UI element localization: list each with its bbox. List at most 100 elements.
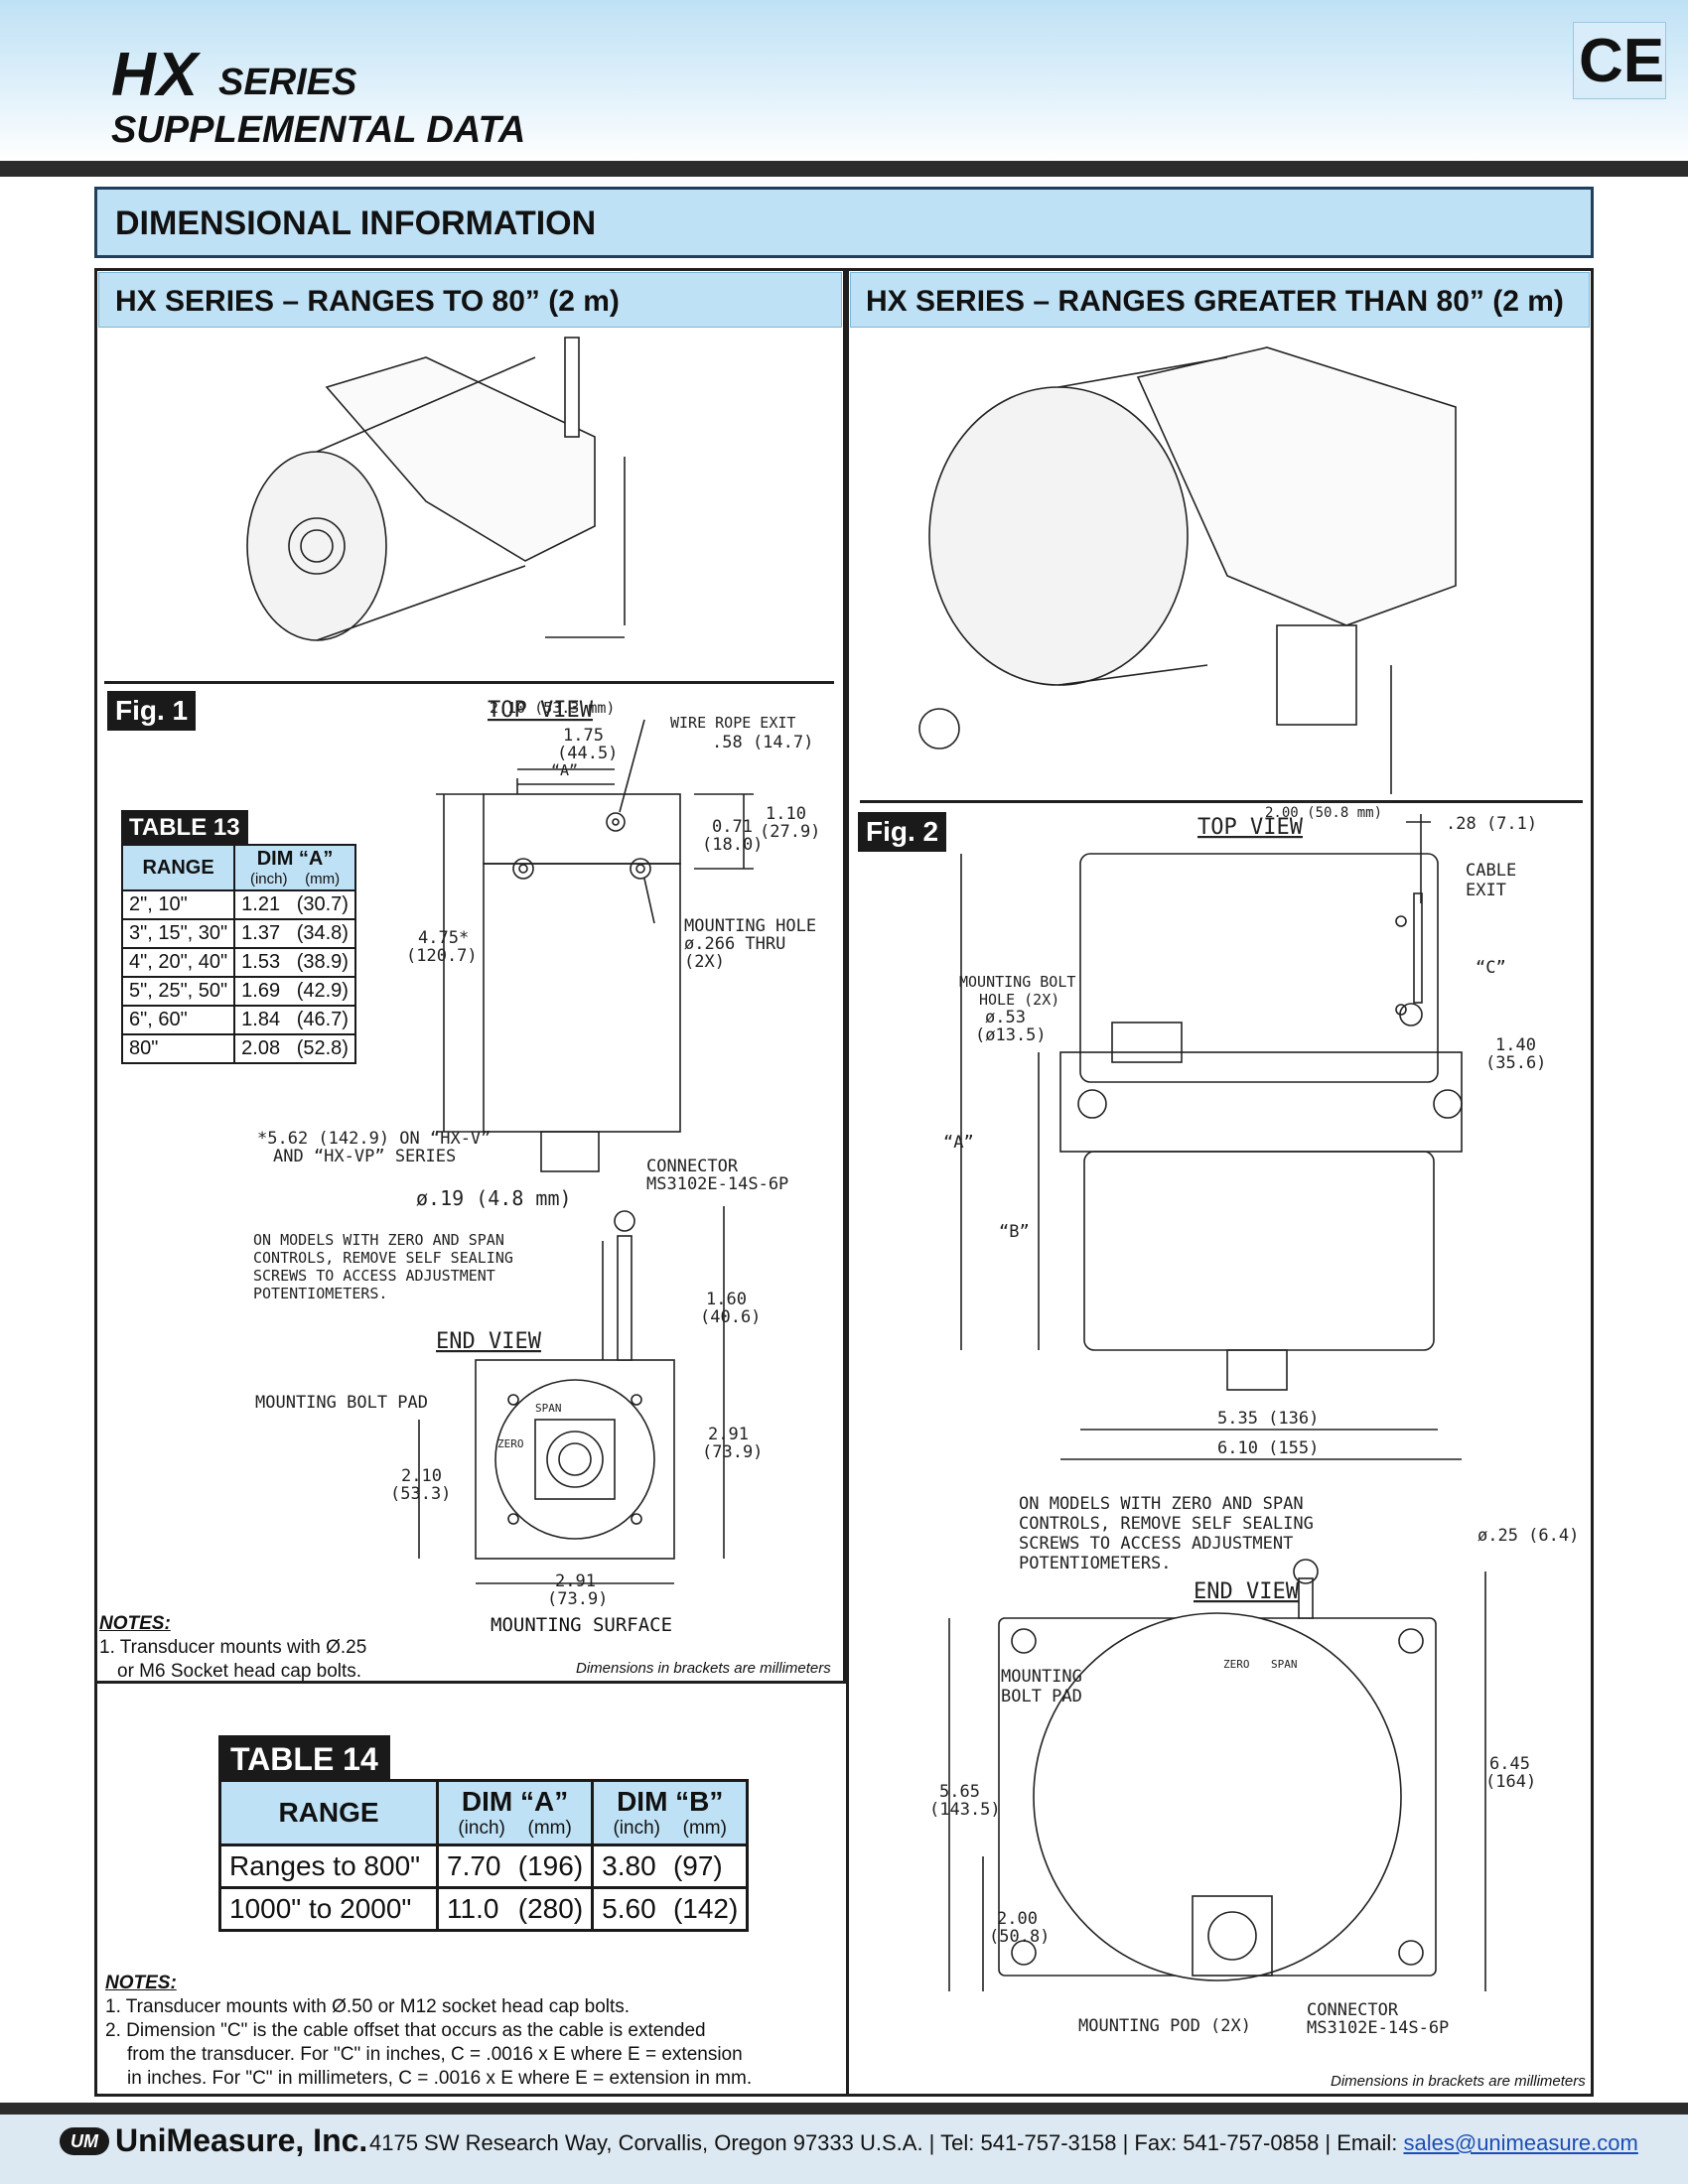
table14-dim-a-label: DIM “A”	[461, 1786, 569, 1817]
table-row: 6", 60"1.84 (46.7)	[120, 1005, 356, 1035]
fig1-zero-span-3: SCREWS TO ACCESS ADJUSTMENT	[253, 1267, 495, 1285]
fig1-notes-title: NOTES:	[99, 1613, 171, 1634]
fig2-top-view-label: TOP VIEW	[1197, 815, 1304, 840]
right-panel-header	[850, 272, 1590, 328]
table14-cell-b-inch: 3.80	[602, 1850, 656, 1881]
table14-cell-a-inch: 7.70	[447, 1850, 501, 1881]
footer-email-link[interactable]: sales@unimeasure.com	[1403, 2130, 1638, 2155]
table14-cell-b: 3.80 (97)	[591, 1843, 750, 1889]
fig2-note-line: in inches. For "C" in millimeters, C = .…	[127, 2068, 753, 2089]
left-panel-header	[98, 272, 842, 328]
fig2-dim-a: “A”	[943, 1133, 974, 1153]
table13-cell-inch: 1.37	[241, 922, 281, 944]
fig1-zero-span-4: POTENTIOMETERS.	[253, 1285, 387, 1302]
fig2-note-line: from the transducer. For "C" in inches, …	[127, 2044, 743, 2065]
table13-cell-inch: 2.08	[241, 1037, 281, 1059]
fig2-span-label: SPAN	[1271, 1658, 1298, 1671]
fig2-dim-b: “B”	[999, 1222, 1030, 1242]
fig1-dim-175-mm: (44.5)	[557, 744, 618, 763]
table13-cell-dim: 1.37 (34.8)	[233, 918, 356, 949]
fig2-drawing: 2.00 (50.8 mm) TOP VIEW .28 (7.1) CABLE …	[918, 346, 1579, 2038]
fig2-dim-610: 6.10 (155)	[1217, 1438, 1319, 1458]
fig2-dim-140-mm: (35.6)	[1485, 1053, 1546, 1073]
fig2-mount-bolt-3: ø.53	[985, 1008, 1026, 1027]
fig1-dim-110-mm: (27.9)	[760, 822, 820, 842]
footer-contact: 4175 SW Research Way, Corvallis, Oregon …	[369, 2130, 1638, 2156]
fig2-mount-bolt-2: HOLE (2X)	[979, 991, 1059, 1009]
fig2-top-view	[960, 814, 1463, 1460]
table13-cell-dim: 1.53 (38.9)	[233, 947, 356, 978]
table13-cell-range: 5", 25", 50"	[120, 976, 236, 1007]
star-note-1: *5.62 (142.9) ON “HX-V”	[257, 1129, 491, 1149]
table14-caption: TABLE 14	[218, 1735, 390, 1784]
fig2-zero-span-1: ON MODELS WITH ZERO AND SPAN	[1019, 1494, 1304, 1514]
fig1-dim-a: “A”	[551, 761, 578, 779]
fig1-dim-071-mm: (18.0)	[702, 835, 763, 855]
fig2-mount-bolt-pad-1: MOUNTING	[1001, 1667, 1082, 1687]
fig1-dim-210: 2.10	[401, 1466, 442, 1486]
table13-cell-mm: (42.9)	[296, 980, 349, 1002]
footer-address: 4175 SW Research Way, Corvallis, Oregon …	[369, 2130, 1404, 2155]
fig1-dim-291-h: 2.91	[555, 1571, 596, 1591]
fig1-dim-210-mm: (53.3)	[390, 1484, 451, 1504]
fig2-zero-span-3: SCREWS TO ACCESS ADJUSTMENT	[1019, 1534, 1293, 1554]
table13-cell-range: 80"	[120, 1033, 236, 1064]
table14-cell-b-mm: (97)	[672, 1850, 723, 1881]
fig2-dim-200: 2.00	[997, 1909, 1038, 1929]
table14-cell-range: Ranges to 800"	[218, 1843, 439, 1889]
table14-cell-a: 11.0 (280)	[435, 1886, 595, 1932]
table14-cell-b-mm: (142)	[672, 1893, 739, 1924]
fig1-end-view	[418, 1206, 725, 1584]
table13-header-dim: DIM “A” (inch)(mm)	[233, 844, 356, 891]
table14-header-range: RANGE	[218, 1779, 439, 1846]
table13-unit-mm: (mm)	[305, 871, 341, 887]
fig2-mount-bolt-1: MOUNTING BOLT	[959, 973, 1075, 991]
table13-cell-mm: (46.7)	[296, 1009, 349, 1030]
section-bar	[94, 187, 1594, 258]
table13-cell-inch: 1.84	[241, 1009, 281, 1030]
fig2-connector-2: MS3102E-14S-6P	[1307, 2018, 1449, 2038]
fig2-iso-dim: 2.00 (50.8 mm)	[1265, 805, 1382, 821]
fig1-dim-291-v-mm: (73.9)	[702, 1442, 763, 1462]
fig2-end-view	[948, 1559, 1486, 1991]
table13-cell-dim: 1.84 (46.7)	[233, 1005, 356, 1035]
fig2-dim-140: 1.40	[1495, 1035, 1536, 1055]
header-divider	[0, 161, 1688, 177]
right-divider	[860, 800, 1583, 803]
table14-header-dim-a: DIM “A” (inch)(mm)	[435, 1779, 595, 1846]
cable-exit-label-1: CABLE	[1466, 861, 1516, 881]
table-row: 5", 25", 50"1.69 (42.9)	[120, 976, 356, 1007]
fig2-dim-c: “C”	[1476, 958, 1506, 978]
table-row: 1000" to 2000" 11.0 (280) 5.60 (142)	[218, 1886, 750, 1932]
table14-unit-mm: (mm)	[527, 1818, 572, 1839]
ce-mark-box	[1573, 22, 1666, 99]
fig1-iso-dim: 2.10 (53.3 mm)	[490, 699, 615, 717]
table-row: 3", 15", 30"1.37 (34.8)	[120, 918, 356, 949]
star-note-2: AND “HX-VP” SERIES	[273, 1147, 456, 1166]
table13-cell-dim: 1.21 (30.7)	[233, 889, 356, 920]
fig1-label: Fig. 1	[107, 691, 197, 731]
table13-caption: TABLE 13	[121, 810, 248, 846]
fig2-dim-535: 5.35 (136)	[1217, 1409, 1319, 1429]
bottom-left-panel	[94, 1684, 846, 2097]
table13-cell-inch: 1.53	[241, 951, 281, 973]
fig1-dia-019: ø.19 (4.8 mm)	[416, 1186, 572, 1210]
table13-cell-mm: (38.9)	[296, 951, 349, 973]
company-name: UniMeasure, Inc.	[115, 2122, 368, 2158]
table13-cell-range: 6", 60"	[120, 1005, 236, 1035]
fig1-note-line: 1. Transducer mounts with Ø.25	[99, 1637, 367, 1658]
table14: RANGE DIM “A” (inch)(mm) DIM “B” (inch)(…	[218, 1779, 750, 1932]
table14-cell-a: 7.70 (196)	[435, 1843, 595, 1889]
cable-exit-label-2: EXIT	[1466, 881, 1506, 900]
fig2-note-line: 2. Dimension "C" is the cable offset tha…	[105, 2020, 706, 2041]
table-row: 80"2.08 (52.8)	[120, 1033, 356, 1064]
fig1-dim-291-h-mm: (73.9)	[547, 1589, 608, 1608]
table14-unit-mm: (mm)	[682, 1818, 727, 1839]
title-subtitle: SUPPLEMENTAL DATA	[111, 109, 526, 151]
fig2-dim-645: 6.45	[1489, 1754, 1530, 1774]
fig2-dim-028: .28 (7.1)	[1446, 814, 1537, 834]
table14-dim-b-label: DIM “B”	[617, 1786, 724, 1817]
section-title: DIMENSIONAL INFORMATION	[115, 205, 597, 242]
fig2-notes: NOTES: 1. Transducer mounts with Ø.50 or…	[105, 1972, 820, 2091]
fig1-dim-note: Dimensions in brackets are millimeters	[576, 1660, 831, 1677]
